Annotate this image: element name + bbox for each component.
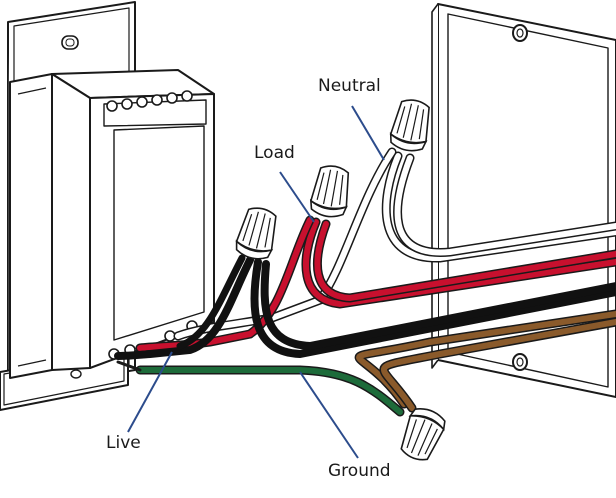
live-label: Live — [106, 433, 141, 453]
terminal-screws-top — [106, 90, 193, 112]
ground-pointer-line — [299, 371, 359, 459]
ground-wires — [116, 309, 616, 417]
label-pointers — [127, 105, 385, 459]
smart-switch-module — [9, 69, 215, 379]
load-wire-nut — [307, 162, 354, 221]
load-label: Load — [254, 143, 295, 163]
live-pointer-line — [127, 351, 173, 433]
load-pointer-line — [279, 171, 315, 223]
neutral-pointer-line — [351, 105, 385, 161]
load-wires — [135, 215, 616, 353]
ground-label: Ground — [328, 461, 391, 481]
neutral-label: Neutral — [318, 76, 381, 96]
live-wire-nut — [232, 203, 282, 264]
neutral-wire-nut — [387, 96, 435, 155]
live-wires — [114, 254, 616, 360]
